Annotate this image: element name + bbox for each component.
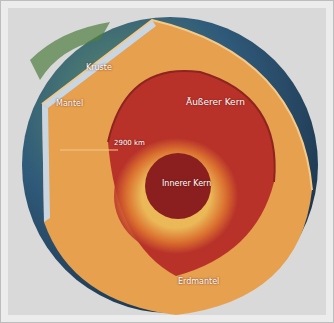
layer-label: Kruste (86, 64, 112, 73)
layer-label: 2900 km (114, 140, 145, 148)
layer-label: Mantel (56, 100, 83, 109)
layer-label: Erdmantel (178, 278, 219, 287)
layer-label: Innerer Kern (162, 180, 211, 189)
layer-label: Äußerer Kern (186, 98, 245, 108)
